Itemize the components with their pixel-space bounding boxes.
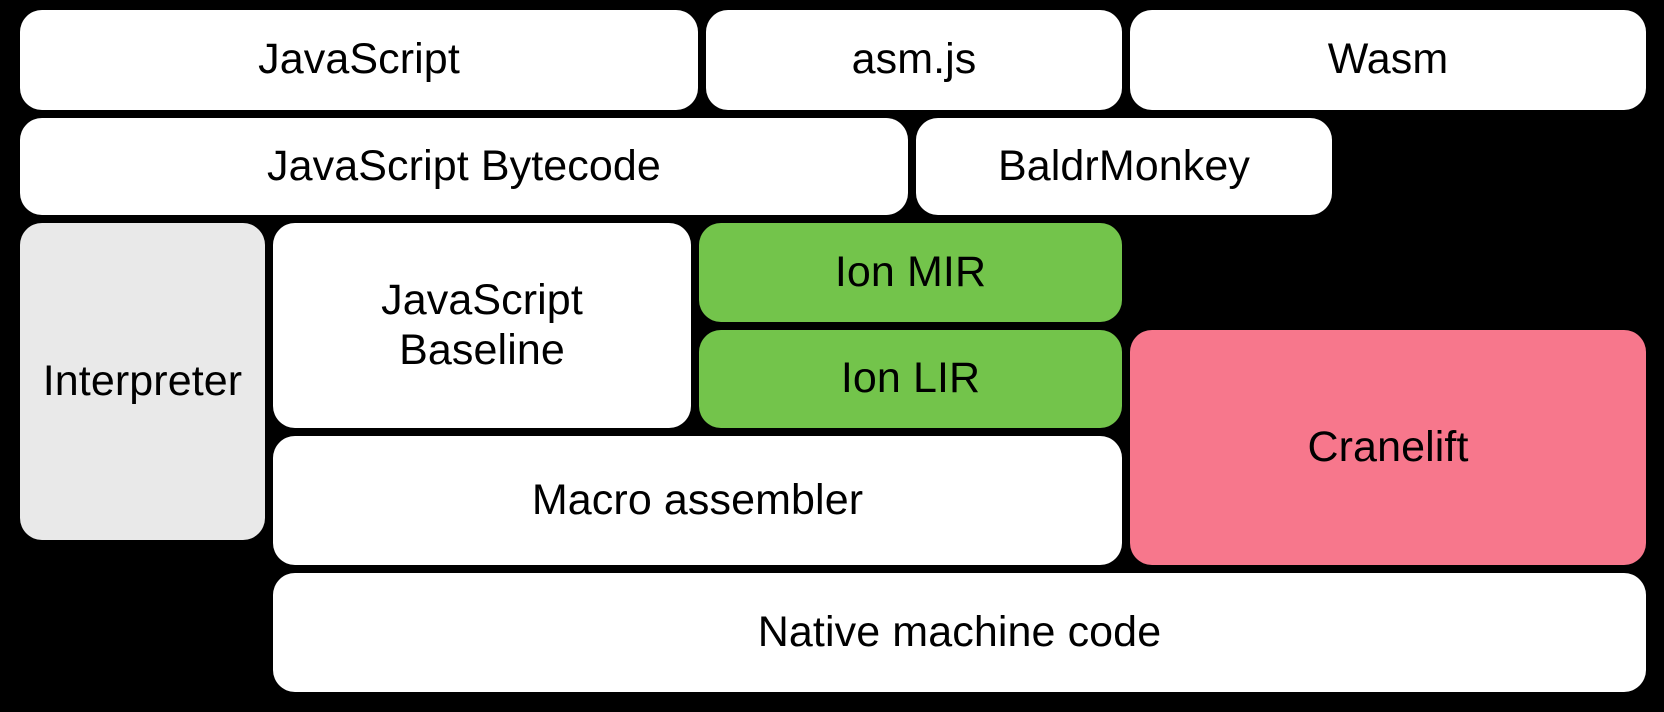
node-interpreter[interactable]: Interpreter <box>20 223 265 540</box>
node-macro-assembler[interactable]: Macro assembler <box>273 436 1122 565</box>
node-label-baldrmonkey: BaldrMonkey <box>997 141 1251 190</box>
node-label-ion-lir: Ion LIR <box>840 354 981 403</box>
node-cranelift[interactable]: Cranelift <box>1130 330 1646 565</box>
node-javascript-baseline[interactable]: JavaScript Baseline <box>273 223 691 428</box>
node-label-interpreter: Interpreter <box>42 356 243 405</box>
node-label-wasm: Wasm <box>1327 35 1449 84</box>
node-label-javascript: JavaScript <box>258 35 460 84</box>
node-label-asm-js: asm.js <box>851 35 977 84</box>
node-label-native-machine-code: Native machine code <box>757 607 1162 656</box>
node-javascript[interactable]: JavaScript <box>20 10 698 110</box>
node-label-javascript-baseline: JavaScript Baseline <box>381 275 583 374</box>
node-label-javascript-bytecode: JavaScript Bytecode <box>267 141 661 190</box>
node-wasm[interactable]: Wasm <box>1130 10 1646 110</box>
node-ion-lir[interactable]: Ion LIR <box>699 330 1122 428</box>
node-asm-js[interactable]: asm.js <box>706 10 1122 110</box>
node-label-cranelift: Cranelift <box>1307 422 1469 471</box>
node-label-ion-mir: Ion MIR <box>834 247 987 296</box>
node-javascript-bytecode[interactable]: JavaScript Bytecode <box>20 118 908 215</box>
node-baldrmonkey[interactable]: BaldrMonkey <box>916 118 1332 215</box>
node-label-macro-assembler: Macro assembler <box>531 475 864 524</box>
node-native-machine-code[interactable]: Native machine code <box>273 573 1646 692</box>
node-ion-mir[interactable]: Ion MIR <box>699 223 1122 322</box>
